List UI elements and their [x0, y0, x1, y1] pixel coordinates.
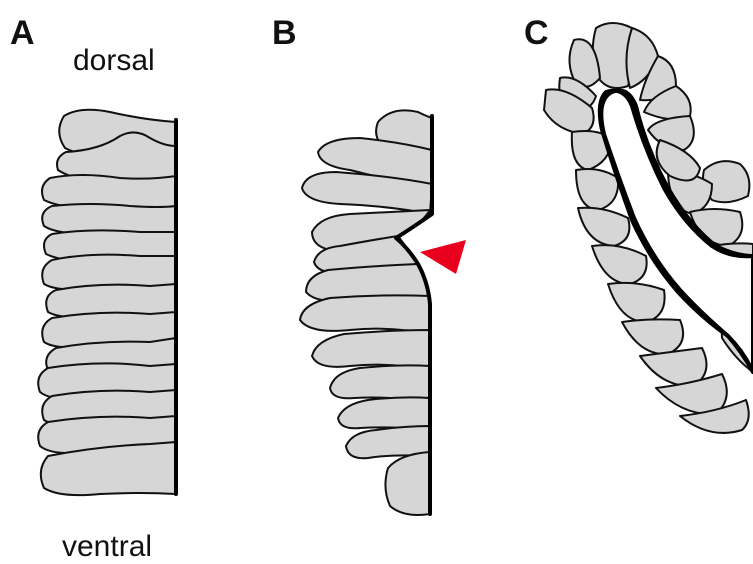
panel-b-epithelium: [300, 110, 466, 515]
panel-c-cell: [578, 208, 629, 246]
panel-c-cell: [622, 319, 683, 354]
panel-b-cell: [385, 452, 430, 515]
panel-c-cell: [576, 169, 618, 210]
panel-c-cell: [608, 283, 665, 322]
panel-b-cell: [300, 295, 430, 334]
panel-b-cell: [338, 397, 430, 430]
panel-c-cell: [592, 245, 647, 284]
panel-b-cell: [312, 330, 430, 370]
arrowhead-marker: [420, 240, 466, 274]
panel-a-epithelium: [38, 110, 176, 495]
panel-c-epithelium: [544, 23, 753, 433]
